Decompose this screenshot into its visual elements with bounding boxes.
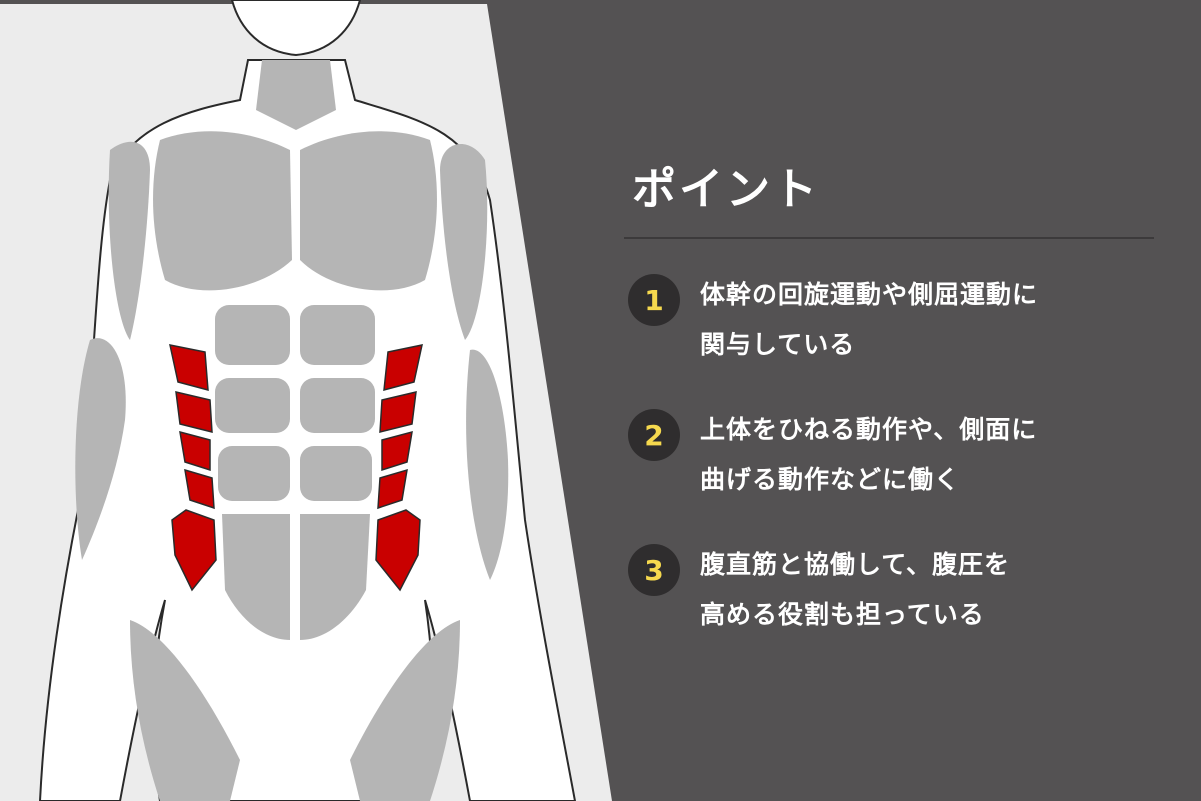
- point-text-line: 腹直筋と協働して、腹圧を: [700, 550, 1011, 579]
- point-number-badge: 2: [628, 409, 680, 461]
- point-text-line: 体幹の回旋運動や側屈運動に: [700, 280, 1039, 309]
- point-text: 体幹の回旋運動や側屈運動に 関与している: [700, 270, 1160, 370]
- points-panel: ポイント 1 体幹の回旋運動や側屈運動に 関与している 2 上体をひねる動作や、…: [624, 0, 1164, 801]
- muscle-plates: [75, 60, 509, 801]
- point-number-badge: 3: [628, 544, 680, 596]
- external-oblique-highlight: [169, 344, 423, 592]
- page-title: ポイント: [632, 164, 820, 215]
- point-text-line: 高める役割も担っている: [700, 600, 985, 629]
- point-text-line: 上体をひねる動作や、側面に: [700, 415, 1038, 444]
- point-text-line: 関与している: [700, 330, 856, 359]
- point-text-line: 曲げる動作などに働く: [700, 465, 961, 494]
- title-divider: [624, 237, 1154, 239]
- point-text: 上体をひねる動作や、側面に 曲げる動作などに働く: [700, 405, 1160, 505]
- point-number-badge: 1: [628, 274, 680, 326]
- point-text: 腹直筋と協働して、腹圧を 高める役割も担っている: [700, 540, 1160, 640]
